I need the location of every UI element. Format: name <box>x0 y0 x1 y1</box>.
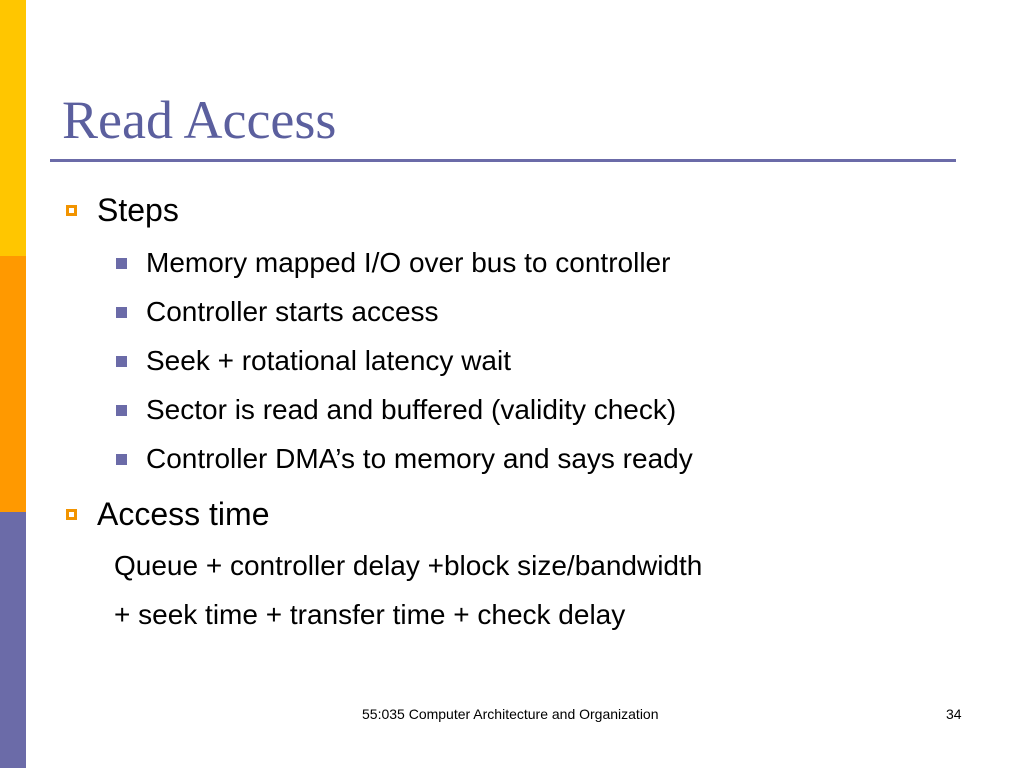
sub-bullet-item: Sector is read and buffered (validity ch… <box>116 392 676 428</box>
bullet-access-time: Access time <box>66 494 269 534</box>
sub-bullet-text: Sector is read and buffered (validity ch… <box>146 394 677 425</box>
formula-line: Queue + controller delay +block size/ban… <box>114 550 703 581</box>
sub-bullet-text: Controller DMA’s to memory and says read… <box>146 443 693 474</box>
sub-bullet-text: Memory mapped I/O over bus to controller <box>146 247 671 278</box>
filled-square-bullet-icon <box>116 306 127 318</box>
footer-course-title: 55:035 Computer Architecture and Organiz… <box>362 706 659 722</box>
title-divider <box>50 159 956 162</box>
sub-bullet-text: Controller starts access <box>146 296 439 327</box>
sub-bullet-item: Controller DMA’s to memory and says read… <box>116 441 693 477</box>
accent-stripe-middle <box>0 256 26 512</box>
filled-square-bullet-icon <box>116 404 127 416</box>
bullet-text: Access time <box>97 495 270 532</box>
formula-line: + seek time + transfer time + check dela… <box>114 599 626 630</box>
page-number: 34 <box>946 706 962 722</box>
bullet-text: Steps <box>97 191 179 228</box>
slide-title: Read Access <box>62 90 337 150</box>
filled-square-bullet-icon <box>116 257 127 269</box>
bullet-steps: Steps <box>66 190 179 230</box>
sub-bullet-text: Seek + rotational latency wait <box>146 345 511 376</box>
hollow-square-bullet-icon <box>66 204 77 216</box>
sub-bullet-item: Seek + rotational latency wait <box>116 343 511 379</box>
hollow-square-bullet-icon <box>66 508 77 520</box>
accent-stripe-top <box>0 0 26 256</box>
accent-stripe-bottom <box>0 512 26 768</box>
filled-square-bullet-icon <box>116 453 127 465</box>
sub-bullet-item: Memory mapped I/O over bus to controller <box>116 245 670 281</box>
sub-bullet-item: Controller starts access <box>116 294 439 330</box>
filled-square-bullet-icon <box>116 355 127 367</box>
